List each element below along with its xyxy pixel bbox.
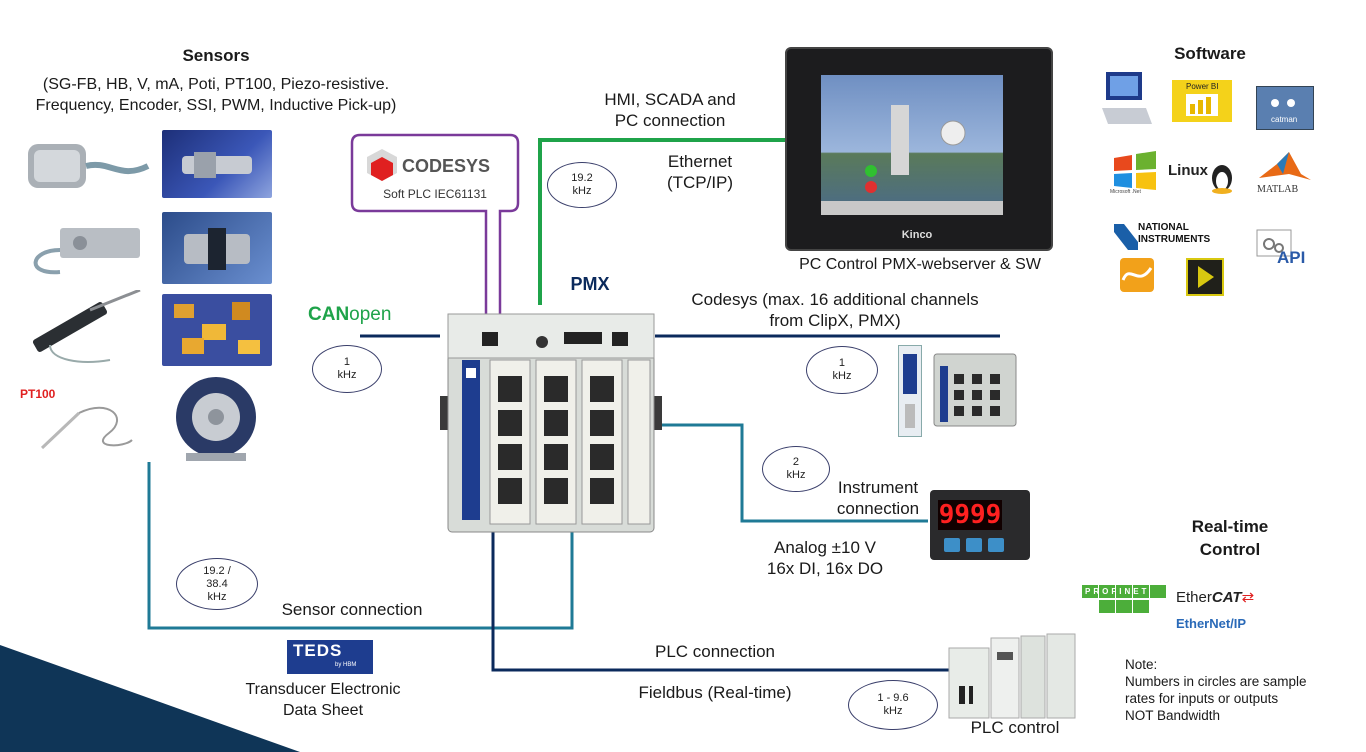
windows-dotnet-icon: Microsoft .Net: [1110, 150, 1160, 195]
note-line1: Note:: [1125, 657, 1158, 672]
beam-load-cell-image: [20, 210, 150, 282]
pt100-sensor-image: [34, 398, 134, 454]
fieldbus-label: Fieldbus (Real-time): [638, 683, 792, 702]
national-instruments-icon: NATIONAL INSTRUMENTS: [1112, 220, 1238, 254]
codesys-sub: Soft PLC IEC61131: [383, 187, 487, 201]
note-line2: Numbers in circles are sample: [1125, 674, 1307, 689]
codesys-channels-line2: from ClipX, PMX): [769, 311, 901, 330]
torque-sensor-image: [162, 212, 272, 284]
teds-logo: TEDS by HBM: [287, 640, 373, 674]
teds-line1: Transducer Electronic: [245, 681, 401, 698]
rate-circle-instrument: 2 kHz: [762, 446, 830, 492]
screen-caption: PC Control PMX-webserver & SW: [799, 256, 1041, 273]
instrument-display: 9999: [930, 490, 1030, 560]
plc-control-label: PLC control: [970, 718, 1060, 737]
analog-line2: 16x DI, 16x DO: [766, 559, 884, 578]
hmi-display: [821, 75, 1003, 215]
hmi-line: [538, 138, 790, 305]
diadem-icon: [1120, 258, 1154, 292]
codesys-logo-icon: [365, 148, 399, 182]
ethercat-arrow-icon: ⇄: [1241, 589, 1255, 606]
hmi-label-line2: PC connection: [614, 111, 726, 130]
realtime-line1: Real-time: [1191, 517, 1269, 536]
pc-icon: [1100, 68, 1152, 126]
rate-circle-sensor: 19.2 / 38.4 kHz: [176, 558, 258, 610]
powerbi-icon: Power BI: [1172, 80, 1232, 122]
matlab-icon: MATLAB: [1255, 150, 1315, 200]
sensor-line: [147, 462, 574, 630]
sensors-desc-line2: Frequency, Encoder, SSI, PWM, Inductive …: [35, 97, 397, 114]
pmx-label: PMX: [570, 274, 610, 294]
plc-image: [945, 628, 1079, 720]
piezo-sensors-image: [162, 294, 272, 366]
plc-connection-label: PLC connection: [654, 642, 776, 661]
clipx-module: [898, 345, 922, 437]
ethercat-logo: EtherCAT⇄: [1176, 589, 1255, 606]
sensors-title: Sensors: [182, 46, 250, 65]
plc-line: [491, 532, 955, 672]
profinet-logo: PROFINET: [1082, 585, 1166, 615]
instrument-line1: Instrument: [837, 478, 919, 497]
codesys-name: CODESYS: [402, 156, 491, 176]
ethernet-label-line1: Ethernet: [667, 152, 733, 171]
rate-circle-codesys: 1 kHz: [806, 346, 878, 394]
load-cell-image: [20, 130, 150, 200]
labview-icon: [1186, 258, 1224, 296]
pt100-label: PT100: [20, 387, 56, 401]
displacement-sensor-image: [20, 290, 150, 370]
api-icon: API: [1255, 228, 1313, 280]
sensors-desc-line1: (SG-FB, HB, V, mA, Poti, PT100, Piezo-re…: [42, 76, 390, 93]
canopen-logo: CANopen: [308, 304, 392, 325]
ethernetip-logo: EtherNet/IP: [1176, 616, 1247, 631]
instrument-value: 9999: [938, 500, 1002, 530]
note: Note: Numbers in circles are sample rate…: [1125, 656, 1307, 724]
note-line4: NOT Bandwidth: [1125, 708, 1221, 723]
pmx-small-image: [930, 350, 1020, 430]
note-line3: rates for inputs or outputs: [1125, 691, 1279, 706]
instrument-line: [660, 423, 928, 523]
analog-line1: Analog ±10 V: [774, 538, 876, 557]
hmi-screen: Kinco: [785, 47, 1053, 251]
rate-circle-plc: 1 - 9.6 kHz: [848, 680, 938, 730]
instrument-buttons: [944, 538, 1006, 552]
instrument-line2: connection: [836, 499, 920, 518]
hmi-label-line1: HMI, SCADA and: [604, 90, 736, 109]
pmx-device: [440, 312, 662, 534]
realtime-line2: Control: [1199, 540, 1261, 559]
linux-icon: Linux: [1168, 150, 1238, 194]
torque-flange-image: [168, 375, 268, 465]
corner-shape: [0, 645, 300, 752]
rate-circle-canopen: 1 kHz: [312, 345, 382, 393]
ethernet-label-line2: (TCP/IP): [666, 173, 734, 192]
teds-line2: Data Sheet: [282, 702, 364, 719]
rate-circle-hmi: 19.2 kHz: [547, 162, 617, 208]
codesys-channels-line1: Codesys (max. 16 additional channels: [691, 290, 979, 309]
kinco-brand: Kinco: [901, 229, 933, 241]
catman-icon: catman: [1256, 86, 1314, 130]
software-title: Software: [1174, 44, 1246, 63]
sensor-connection-label: Sensor connection: [281, 600, 423, 619]
force-sensor-image: [162, 130, 272, 198]
